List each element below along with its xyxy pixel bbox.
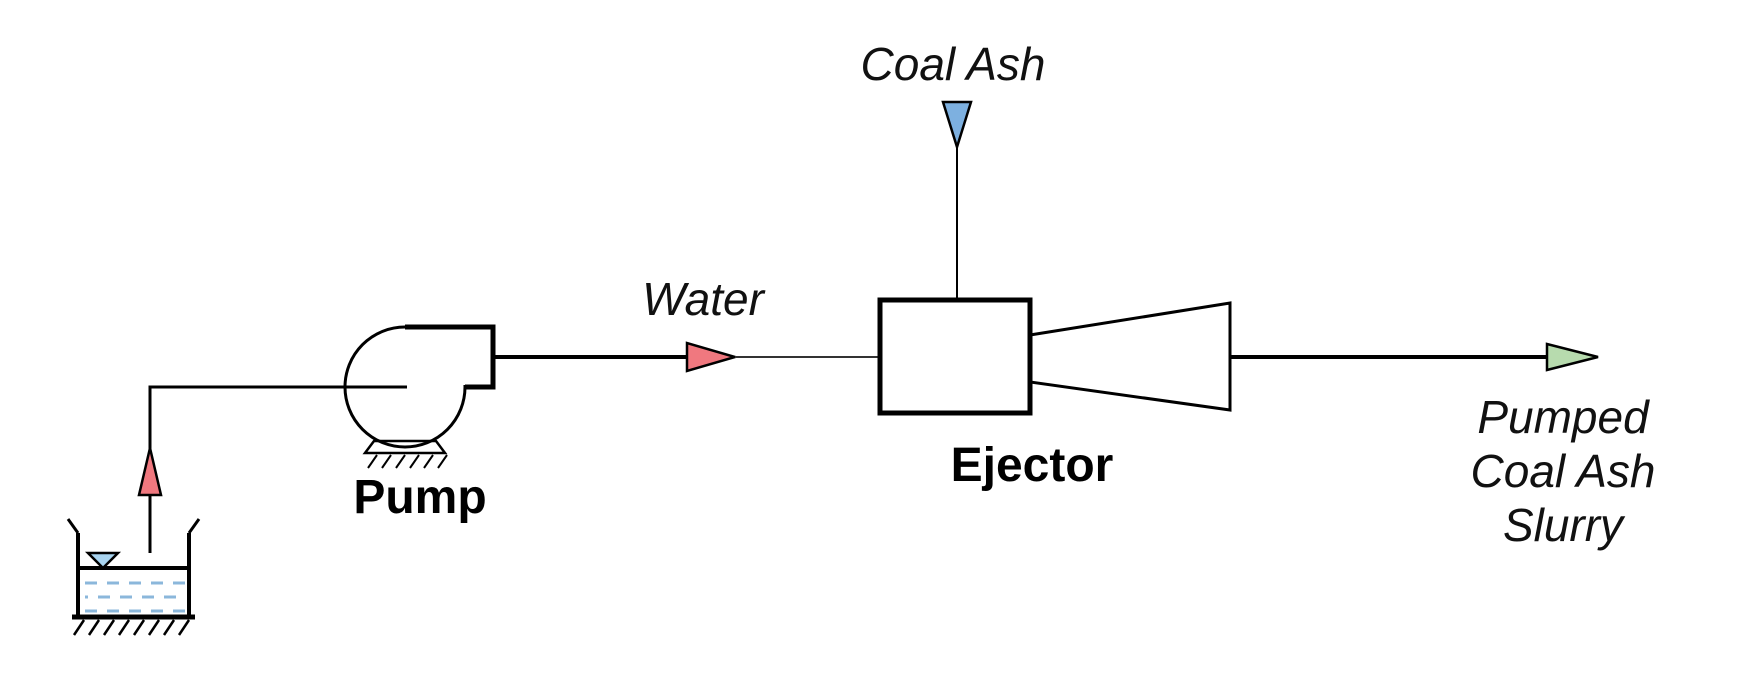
pump-volute-fill2 xyxy=(405,327,465,385)
slurry-label-line2: Coal Ash xyxy=(1471,445,1656,497)
water-level-marker-icon xyxy=(84,551,122,570)
ejector-label: Ejector xyxy=(951,439,1114,492)
pump-base-hatching-icon xyxy=(367,454,448,469)
water-label: Water xyxy=(642,273,766,325)
tank-left-wall-tick xyxy=(66,518,80,534)
suction-flow-arrow-icon xyxy=(137,447,163,497)
slurry-flow-arrow-icon xyxy=(1545,342,1599,372)
ejector xyxy=(877,297,1232,416)
water-tank xyxy=(66,518,201,636)
pump-base xyxy=(362,439,448,455)
slurry-label-line3: Slurry xyxy=(1503,499,1626,551)
ejector-body xyxy=(877,297,1033,416)
coal-ash-flow-arrow-icon xyxy=(941,100,973,152)
pump-label: Pump xyxy=(353,471,486,524)
slurry-label: Pumped Coal Ash Slurry xyxy=(1471,391,1656,551)
coal-ash-label: Coal Ash xyxy=(861,38,1046,90)
ejector-diffuser xyxy=(1028,301,1232,412)
tank-ground-hatching-icon xyxy=(72,619,191,636)
slurry-label-line1: Pumped xyxy=(1477,391,1650,443)
water-dashes xyxy=(85,581,185,613)
pump-volute-fill xyxy=(405,327,493,387)
water-flow-arrow-icon xyxy=(685,341,740,373)
suction-pipe xyxy=(148,385,407,553)
pump xyxy=(343,324,496,469)
tank-right-wall-tick xyxy=(187,518,201,534)
